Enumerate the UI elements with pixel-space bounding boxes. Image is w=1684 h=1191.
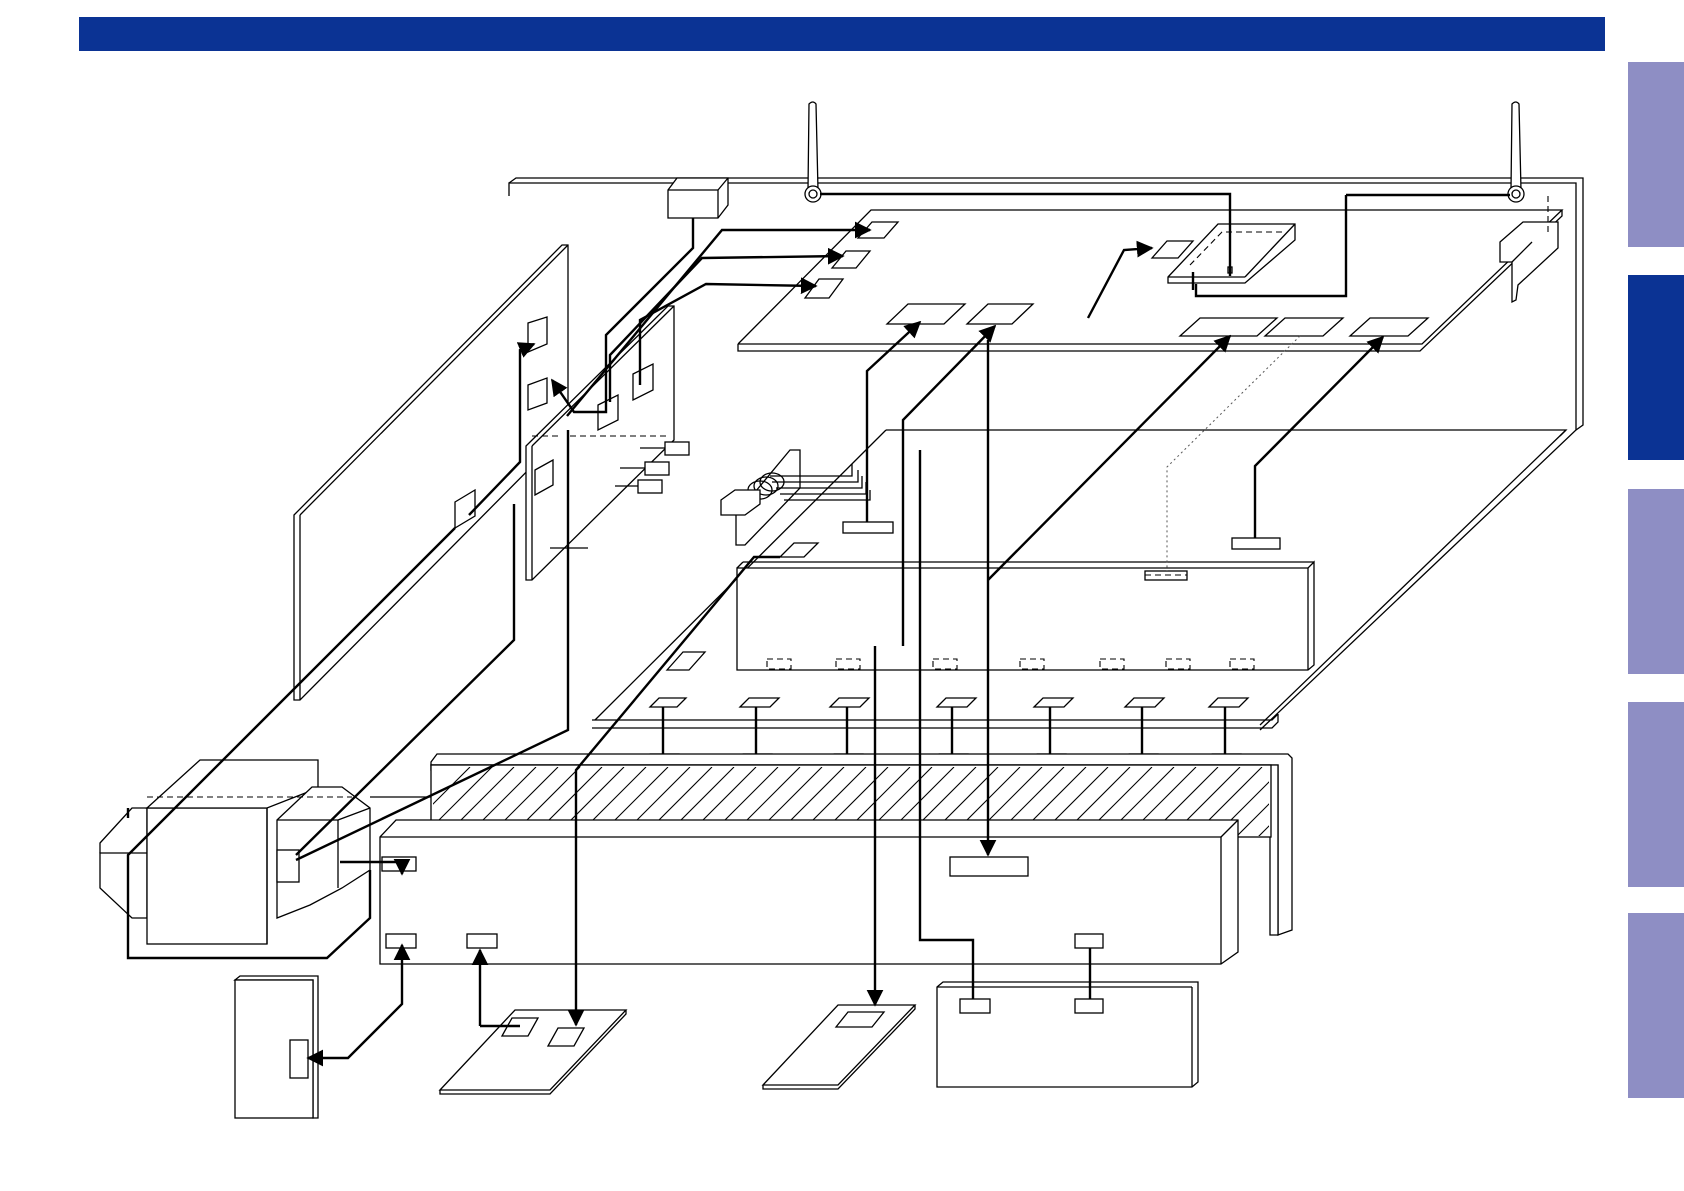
bottom-board-right bbox=[937, 982, 1198, 1087]
top-connector-box bbox=[668, 178, 728, 218]
wireless-module bbox=[1168, 224, 1295, 290]
right-bracket bbox=[1500, 196, 1558, 302]
dotted-link bbox=[1167, 336, 1300, 571]
heatsink-fin bbox=[1302, 767, 1372, 837]
antenna-right-icon bbox=[1508, 102, 1524, 202]
antenna-left-icon bbox=[805, 102, 821, 202]
amp-block bbox=[380, 820, 1238, 964]
bottom-board-left bbox=[440, 1010, 626, 1094]
output-connectors bbox=[642, 698, 1248, 761]
bottom-board-center bbox=[763, 1005, 915, 1089]
upper-board-connectors bbox=[805, 222, 1428, 336]
bottom-left-unit bbox=[235, 976, 318, 1118]
